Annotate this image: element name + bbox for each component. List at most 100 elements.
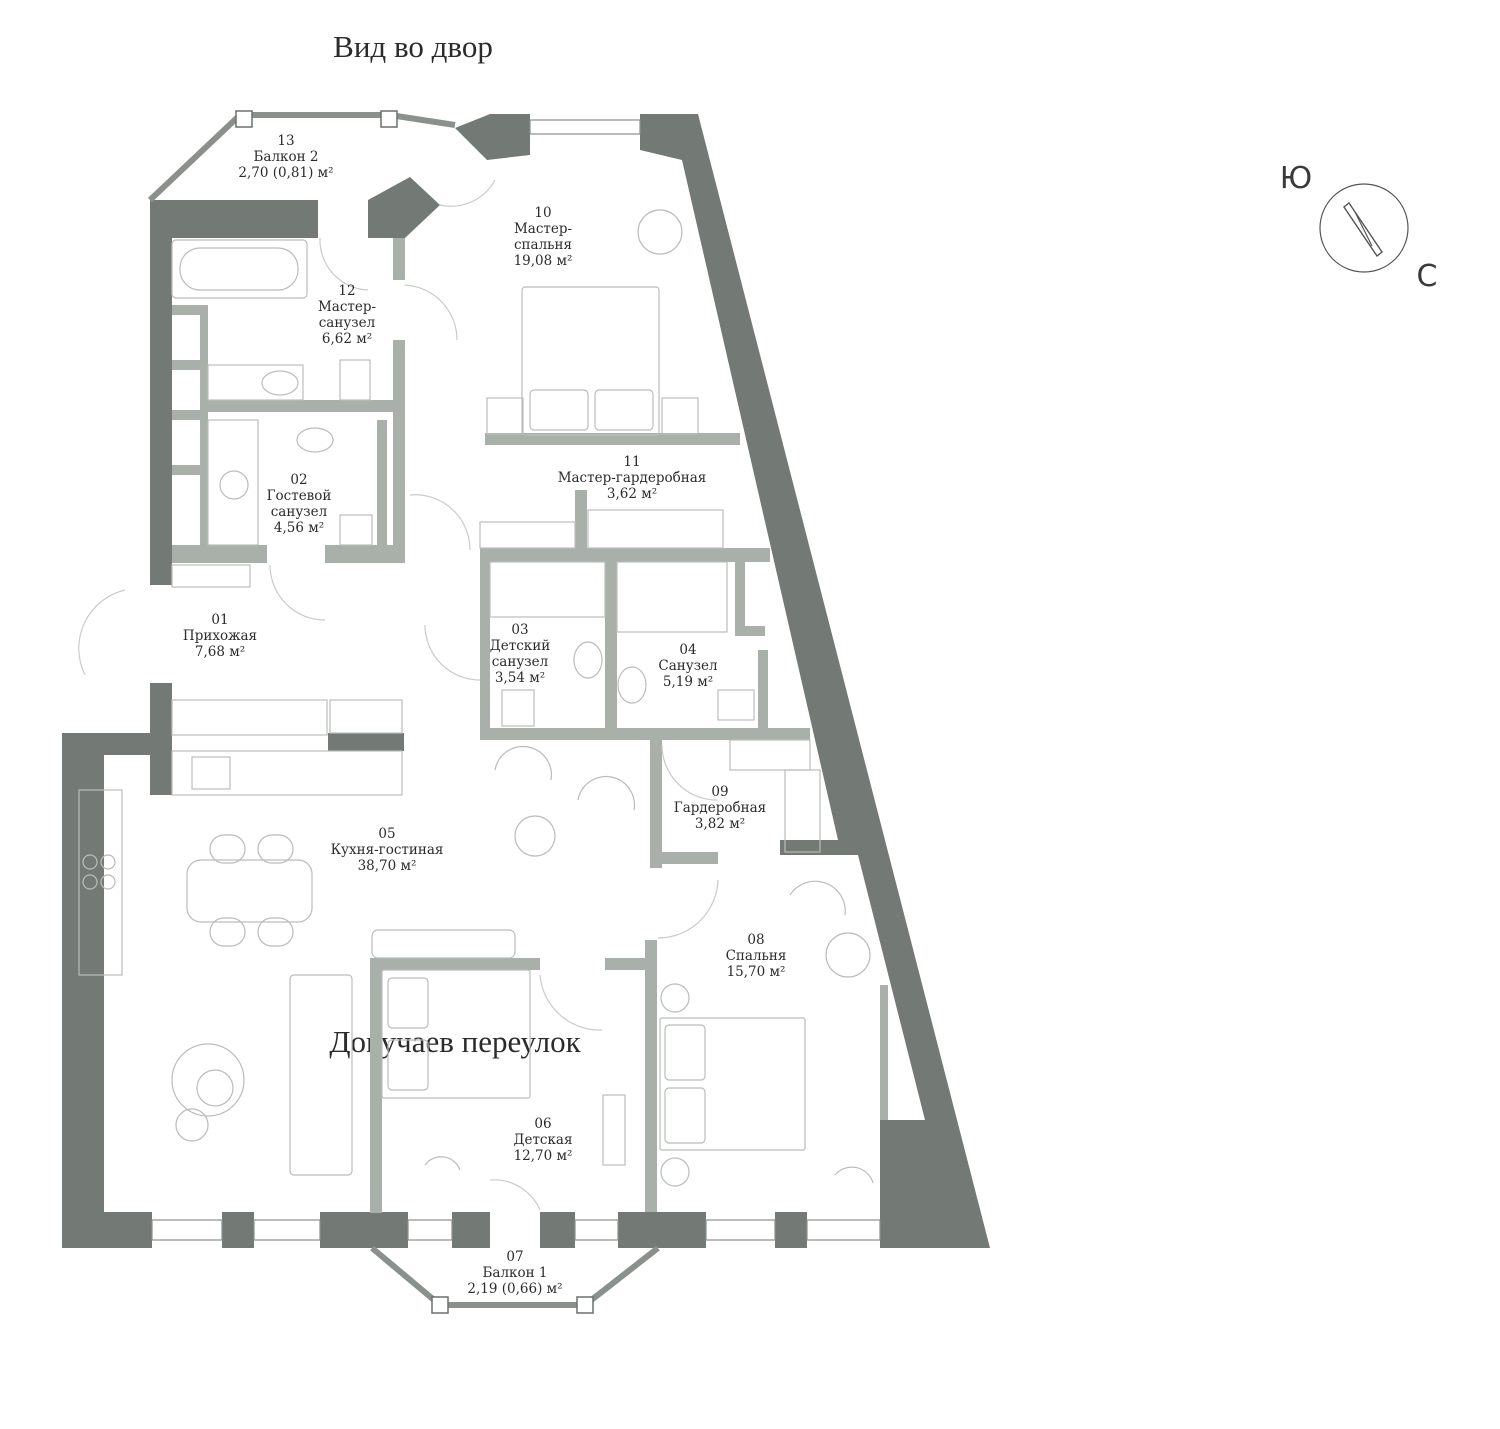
door-master-bath-2 [404, 284, 458, 341]
door-entrance [78, 589, 126, 676]
compass-needle-axis [1354, 211, 1373, 247]
wardrobe-rail-top [729, 739, 811, 771]
fixtures [78, 209, 874, 1187]
door-balcony-1 [489, 1179, 541, 1211]
exterior-wall-north-pier [455, 114, 530, 160]
balcony-2 [147, 110, 456, 203]
wall-int-bedroom-balcony [880, 985, 888, 1120]
master-wardrobe-rail [587, 509, 724, 549]
window-living-2 [253, 1219, 321, 1241]
wall-int-1 [172, 305, 200, 315]
kids-bed [381, 969, 531, 1099]
room-name: Мастер- [514, 221, 572, 237]
room-number: 10 [534, 205, 551, 221]
bath4-sink [617, 666, 647, 704]
master-pillow-2 [594, 389, 654, 431]
room-name: Мастер- [318, 299, 376, 315]
street-label: Докучаев переулок [329, 1024, 581, 1059]
master-chair [637, 209, 683, 255]
wall-int-wardrobe-west [650, 728, 662, 868]
dining-chair-3 [209, 917, 246, 947]
bath4-shower [616, 561, 728, 633]
kids-pillow-1 [387, 977, 429, 1029]
door-master-bath [319, 237, 369, 291]
kitchen-fridge [329, 699, 403, 734]
room-name: санузел [271, 504, 328, 520]
side-table [175, 1108, 209, 1142]
balcony-2-railing [147, 112, 456, 203]
wall-int-wardrobe-left [575, 490, 587, 550]
room-number: 01 [211, 612, 228, 628]
exterior-wall-living-north [62, 733, 172, 755]
hob-burner-2 [100, 854, 116, 870]
wall-int-bath4-right [735, 560, 745, 630]
exterior-wall-west-lower [62, 733, 104, 1248]
kids-toilet [501, 689, 535, 727]
room-name: Гардеробная [674, 800, 766, 816]
room-name: Спальня [726, 948, 787, 964]
wall-int-3 [172, 410, 200, 420]
room-number: 03 [511, 622, 528, 638]
exterior-wall-pier [150, 683, 172, 795]
bedroom-pillow-2 [664, 1087, 706, 1144]
window-master-bedroom [529, 119, 641, 135]
room-area: 3,82 м² [695, 816, 745, 832]
wall-int-shaft [735, 626, 765, 636]
door-master-hall [409, 494, 471, 551]
wall-int-master-bath-right-top [393, 238, 405, 280]
kitchen-side-counter [78, 789, 123, 976]
kids-sink [573, 641, 603, 679]
wall-int-guest-bath-bottom-2 [325, 545, 405, 563]
sofa [289, 974, 353, 1176]
wall-int-master-wardrobe-top [485, 433, 740, 445]
wall-int-4 [172, 465, 200, 475]
wall-int-guest-bath-right [377, 420, 387, 555]
room-name: Кухня-гостиная [331, 842, 444, 858]
window-bedroom-2 [806, 1219, 881, 1241]
console [371, 929, 516, 959]
bath4-toilet [717, 689, 755, 721]
kids-shelf [602, 1094, 626, 1166]
door-guest-bath [269, 564, 326, 621]
wall-int-bath-divider [200, 400, 405, 412]
room-name: санузел [319, 315, 376, 331]
compass-needle [1343, 201, 1383, 258]
room-name: Детский [490, 638, 550, 654]
wall-int-baths-top [480, 548, 770, 562]
compass: Ю С [1280, 161, 1438, 294]
wall-int-shaft-2 [758, 650, 768, 730]
guest-toilet [339, 514, 373, 546]
room-area: 7,68 м² [195, 644, 245, 660]
room-number: 06 [534, 1116, 551, 1132]
window-kids-2 [574, 1219, 619, 1241]
exterior-wall-south-5 [540, 1212, 575, 1248]
room-name: спальня [514, 237, 572, 253]
exterior-wall-balcony-pier [368, 177, 440, 238]
window-bedroom-1 [705, 1219, 776, 1241]
dining-chair-2 [257, 834, 294, 864]
exterior-walls [62, 114, 990, 1248]
master-sink-counter [207, 364, 304, 401]
room-area: 4,56 м² [274, 520, 324, 536]
room-number: 11 [623, 454, 640, 470]
wall-int-bath-left [200, 305, 208, 555]
door-kids-room [539, 974, 603, 1031]
room-number: 12 [338, 283, 355, 299]
door-bedroom [657, 879, 719, 939]
interior-walls [172, 238, 888, 1213]
balcony-1-post-1 [431, 1296, 449, 1314]
wall-int-guest-bath-bottom [172, 545, 267, 563]
kids-bathtub [489, 561, 606, 618]
kids-pillow-2 [387, 1039, 429, 1091]
kitchen-tall-cabinet [328, 733, 404, 751]
kitchen-sink [191, 756, 231, 790]
exterior-wall-south-6 [618, 1212, 706, 1248]
room-area: 12,70 м² [514, 1148, 573, 1164]
